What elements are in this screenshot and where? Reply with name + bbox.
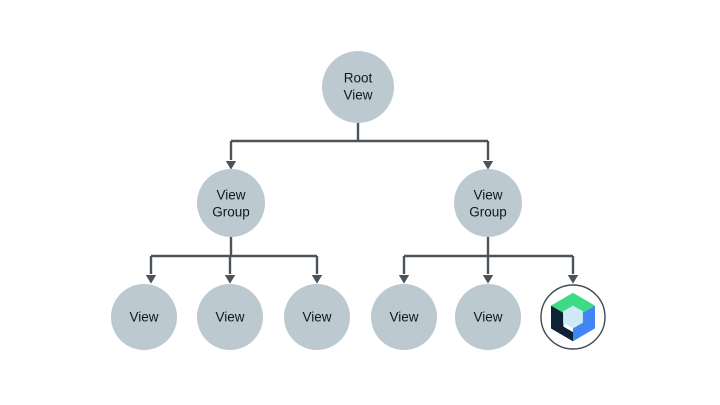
node-view-3-circle[interactable] xyxy=(284,284,350,350)
node-view-group-right[interactable]: View Group xyxy=(454,169,522,237)
node-view-1-label: View xyxy=(129,310,158,325)
node-view-2[interactable]: View xyxy=(197,284,263,350)
node-view-3[interactable]: View xyxy=(284,284,350,350)
node-root-view-circle[interactable] xyxy=(322,51,394,123)
node-view-4-label: View xyxy=(389,310,418,325)
arrowhead-view-4 xyxy=(398,275,410,284)
arrowhead-view-1 xyxy=(145,275,157,284)
node-view-1[interactable]: View xyxy=(111,284,177,350)
node-view-group-left-label-line2: Group xyxy=(212,205,250,220)
node-view-group-right-label-line2: Group xyxy=(469,205,507,220)
node-view-1-circle[interactable] xyxy=(111,284,177,350)
arrowhead-compose xyxy=(567,275,579,284)
node-view-2-circle[interactable] xyxy=(197,284,263,350)
node-view-group-left[interactable]: View Group xyxy=(197,169,265,237)
arrowhead-viewgroup-left xyxy=(225,161,237,170)
node-view-5-circle[interactable] xyxy=(455,284,521,350)
node-root-view-label-line1: Root xyxy=(344,71,373,86)
arrowhead-view-3 xyxy=(311,275,323,284)
node-root-view[interactable]: Root View xyxy=(322,51,394,123)
node-view-5[interactable]: View xyxy=(455,284,521,350)
node-view-group-left-label-line1: View xyxy=(216,188,245,203)
node-view-group-right-label-line1: View xyxy=(473,188,502,203)
node-view-2-label: View xyxy=(215,310,244,325)
connector-root-to-viewgroups xyxy=(225,123,494,170)
arrowhead-view-2 xyxy=(224,275,236,284)
connector-viewgroup-right-to-views xyxy=(398,237,579,284)
connector-viewgroup-left-to-views xyxy=(145,237,323,284)
node-view-4[interactable]: View xyxy=(371,284,437,350)
arrowhead-viewgroup-right xyxy=(482,161,494,170)
jetpack-compose-logo-icon xyxy=(551,292,595,342)
node-root-view-label-line2: View xyxy=(343,88,372,103)
node-compose[interactable] xyxy=(540,284,606,350)
arrowhead-view-5 xyxy=(482,275,494,284)
node-view-group-left-circle[interactable] xyxy=(197,169,265,237)
node-view-3-label: View xyxy=(302,310,331,325)
node-view-5-label: View xyxy=(473,310,502,325)
node-view-4-circle[interactable] xyxy=(371,284,437,350)
node-view-group-right-circle[interactable] xyxy=(454,169,522,237)
